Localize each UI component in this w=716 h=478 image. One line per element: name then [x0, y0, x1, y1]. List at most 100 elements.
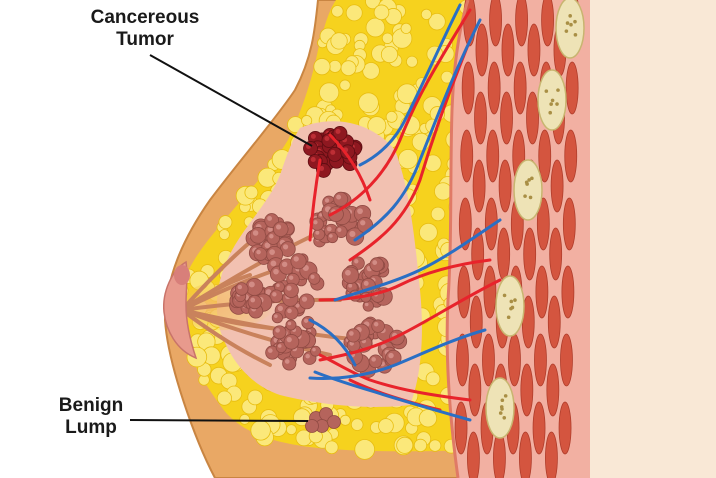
fat-blob: [345, 4, 363, 22]
rib-pore: [569, 22, 573, 27]
lobule-highlight: [237, 284, 243, 290]
muscle-fiber: [561, 265, 575, 319]
lobule: [341, 266, 360, 284]
lobule: [249, 227, 267, 244]
fat-blob: [428, 439, 442, 452]
fat-blob: [413, 438, 428, 453]
fat-blob: [216, 390, 232, 406]
lobule: [369, 257, 385, 272]
lobule-highlight: [250, 297, 256, 303]
lobule-highlight: [288, 275, 294, 280]
muscle-fiber: [475, 23, 489, 77]
tumor-label-line2: Tumor: [116, 29, 174, 50]
fat-blob: [373, 4, 390, 21]
fat-blob: [313, 58, 331, 76]
lobule-highlight: [273, 268, 279, 275]
lobule-highlight: [313, 220, 318, 225]
artery: [308, 158, 322, 242]
lobule-highlight: [265, 289, 272, 296]
rib-pore: [513, 298, 517, 302]
lobule: [285, 319, 297, 331]
benign-label-line2: Lump: [65, 417, 117, 438]
lobule-highlight: [267, 226, 273, 232]
lobule-highlight: [354, 259, 359, 264]
muscle-fiber: [545, 431, 558, 478]
lobule-highlight: [329, 234, 333, 238]
artery: [348, 38, 472, 262]
fat-blob: [285, 424, 297, 436]
fat-blob: [339, 79, 351, 91]
muscle-fiber: [497, 227, 511, 281]
lobule-highlight: [286, 337, 292, 343]
fat-blob: [218, 229, 230, 241]
muscle-fiber: [550, 159, 564, 213]
muscle-fiber: [469, 295, 483, 349]
rib: [555, 0, 585, 59]
muscle-fiber: [471, 227, 485, 281]
rib-pore: [523, 194, 527, 198]
lobule-highlight: [276, 283, 280, 288]
rib-pore: [565, 21, 570, 25]
fat-blob: [425, 371, 441, 387]
muscle-fiber: [549, 227, 563, 281]
lobule-highlight: [363, 280, 369, 286]
muscle-fiber: [535, 265, 549, 319]
fat-blob: [301, 115, 313, 127]
tumor-leader-line: [149, 54, 313, 147]
fat-blob: [331, 5, 344, 18]
rib-pore: [530, 176, 534, 181]
lobule-highlight: [301, 296, 308, 302]
fat-blob: [434, 182, 453, 201]
artery: [328, 133, 372, 202]
muscle-fiber: [467, 431, 480, 478]
muscle-fiber: [474, 91, 487, 145]
rib-pore: [568, 14, 572, 18]
fat-blob: [247, 389, 263, 406]
lobule-highlight: [371, 357, 376, 362]
lobule-highlight: [286, 285, 292, 291]
lobule: [298, 293, 315, 310]
tumor-cell-highlight: [330, 149, 336, 155]
lobule: [333, 191, 349, 207]
lobule-highlight: [303, 318, 309, 323]
rib-pore: [500, 398, 505, 403]
lobule-highlight: [293, 256, 299, 262]
muscle-fiber: [456, 333, 469, 387]
lobule-highlight: [326, 226, 332, 232]
muscle-fiber: [562, 197, 576, 251]
lobule-highlight: [282, 244, 289, 250]
rib-pore: [527, 178, 531, 182]
lobule: [283, 334, 300, 350]
muscle-fiber: [523, 227, 537, 281]
lobule: [326, 231, 339, 244]
fat-blob: [400, 22, 412, 34]
fat-blob: [378, 418, 394, 434]
fat-blob: [330, 32, 348, 50]
rib-pore: [548, 110, 553, 115]
rib-pore: [550, 98, 555, 103]
lobule-highlight: [345, 269, 351, 276]
lobule-highlight: [275, 328, 280, 333]
lobule-highlight: [372, 260, 378, 265]
lobule-highlight: [310, 274, 315, 279]
fat-blob: [397, 149, 419, 170]
fat-blob: [324, 440, 339, 455]
muscle-fiber: [493, 431, 506, 478]
lobule-highlight: [284, 359, 290, 364]
muscle-fiber: [546, 363, 560, 417]
rib-pore: [503, 394, 508, 398]
rib-pore: [564, 29, 569, 33]
benign-leader-line: [129, 419, 309, 422]
rib-pore: [549, 102, 553, 106]
lobule: [283, 282, 299, 298]
lobule-highlight: [275, 224, 282, 230]
tumor-label: Cancereous Tumor: [58, 7, 232, 51]
lobule: [308, 272, 321, 285]
lobule-highlight: [360, 220, 366, 226]
areola: [174, 265, 190, 285]
lobule-highlight: [287, 321, 292, 326]
chest-skin-shade: [588, 0, 716, 478]
lobule-highlight: [324, 198, 330, 203]
muscle-fiber: [501, 23, 515, 77]
